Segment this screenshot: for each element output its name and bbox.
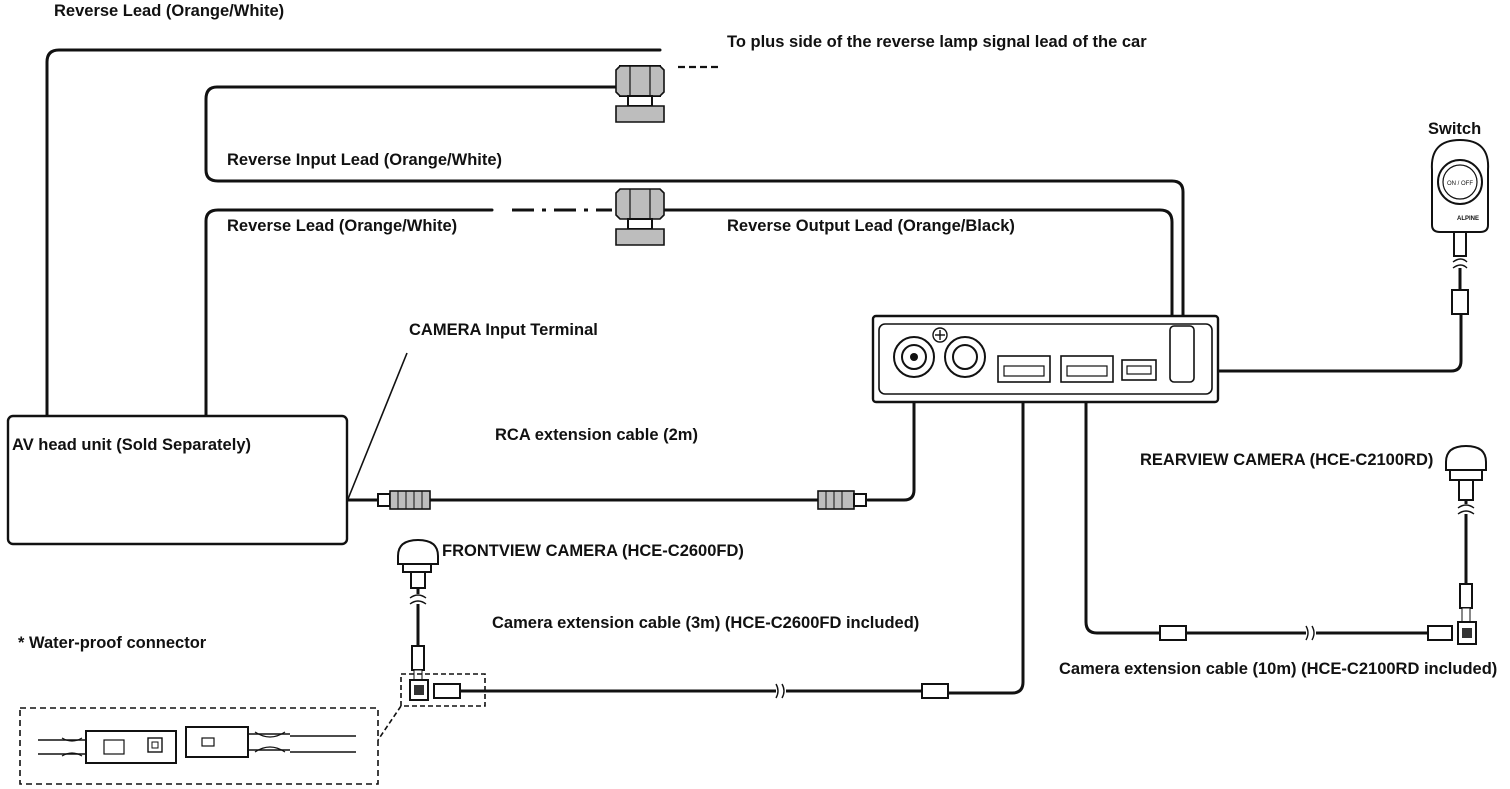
wire-reverse-output-lead [658, 208, 1174, 322]
label-rca-extension: RCA extension cable (2m) [495, 426, 698, 444]
wire-switch-cable [1193, 312, 1463, 373]
wire-rca-to-box [866, 388, 916, 502]
interface-box-icon [871, 314, 1220, 404]
label-camera-input-terminal: CAMERA Input Terminal [409, 321, 598, 339]
av-head-unit-box [6, 414, 349, 546]
front-camera-extension-cable [409, 679, 949, 701]
wire-front-camera-from-box [946, 383, 1025, 695]
wire-reverse-lead-mid [204, 208, 494, 418]
rear-camera-extension-cable [1159, 625, 1453, 641]
rca-plug-icon [817, 490, 867, 510]
wires [45, 48, 1463, 695]
label-camera-ext-3m: Camera extension cable (3m) (HCE-C2600FD… [492, 614, 919, 632]
label-reverse-output-lead: Reverse Output Lead (Orange/Black) [727, 217, 1015, 235]
label-camera-ext-10m: Camera extension cable (10m) (HCE-C2100R… [1059, 660, 1497, 678]
pointer-waterproof-detail [377, 705, 402, 741]
pointer-camera-input [347, 352, 408, 500]
label-water-proof: * Water-proof connector [18, 634, 207, 652]
label-reverse-lead-top: Reverse Lead (Orange/White) [54, 2, 284, 20]
wire-rear-camera-from-box [1084, 383, 1162, 635]
labels: Reverse Lead (Orange/White) To plus side… [12, 2, 1497, 678]
label-reverse-lead-mid: Reverse Lead (Orange/White) [227, 217, 457, 235]
label-to-plus-side: To plus side of the reverse lamp signal … [727, 33, 1147, 51]
label-reverse-input-lead: Reverse Input Lead (Orange/White) [227, 151, 502, 169]
label-frontview-camera: FRONTVIEW CAMERA (HCE-C2600FD) [442, 542, 744, 560]
label-rearview-camera: REARVIEW CAMERA (HCE-C2100RD) [1140, 451, 1433, 469]
waterproof-connector-icon [19, 707, 379, 785]
switch-button-label: ON / OFF [1447, 181, 1473, 187]
splice-connector-icon [615, 65, 665, 123]
wire-reverse-lead-top [45, 48, 662, 418]
splice-connector-icon [615, 188, 665, 246]
switch-brand-label: ALPINE [1457, 216, 1479, 222]
switch-icon: ON / OFF ALPINE [1430, 138, 1490, 315]
wire-reverse-input-lead [204, 85, 1185, 322]
label-switch: Switch [1428, 120, 1481, 138]
camera-icon [397, 538, 439, 681]
label-av-head-unit: AV head unit (Sold Separately) [12, 436, 251, 454]
camera-icon [1445, 444, 1487, 645]
rca-plug-icon [377, 490, 431, 510]
